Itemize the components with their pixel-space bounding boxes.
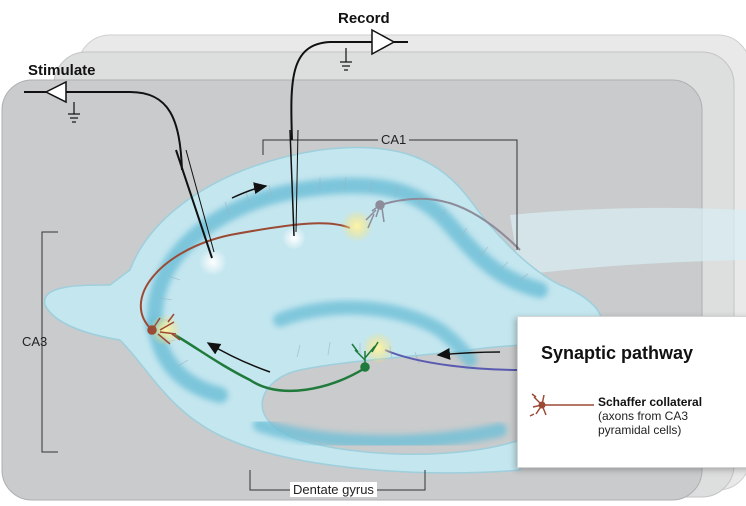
record-label: Record xyxy=(338,10,390,27)
stimulate-label: Stimulate xyxy=(28,62,96,79)
stimulation-site-glow xyxy=(199,248,227,276)
synaptic-pathway-legend: Synaptic pathway Schaffer collateral (ax… xyxy=(517,316,746,468)
schaffer-neuron-icon xyxy=(528,389,598,419)
legend-schaffer-desc-line2: pyramidal cells) xyxy=(598,423,681,437)
dentate-gyrus-label: Dentate gyrus xyxy=(290,482,377,497)
ca3-label: CA3 xyxy=(22,334,47,349)
synapse-glow-dg xyxy=(362,332,394,364)
ca1-label: CA1 xyxy=(378,132,409,147)
legend-title: Synaptic pathway xyxy=(541,343,693,364)
legend-schaffer-desc-line1: (axons from CA3 xyxy=(598,409,688,423)
legend-schaffer-title: Schaffer collateral xyxy=(598,395,702,409)
